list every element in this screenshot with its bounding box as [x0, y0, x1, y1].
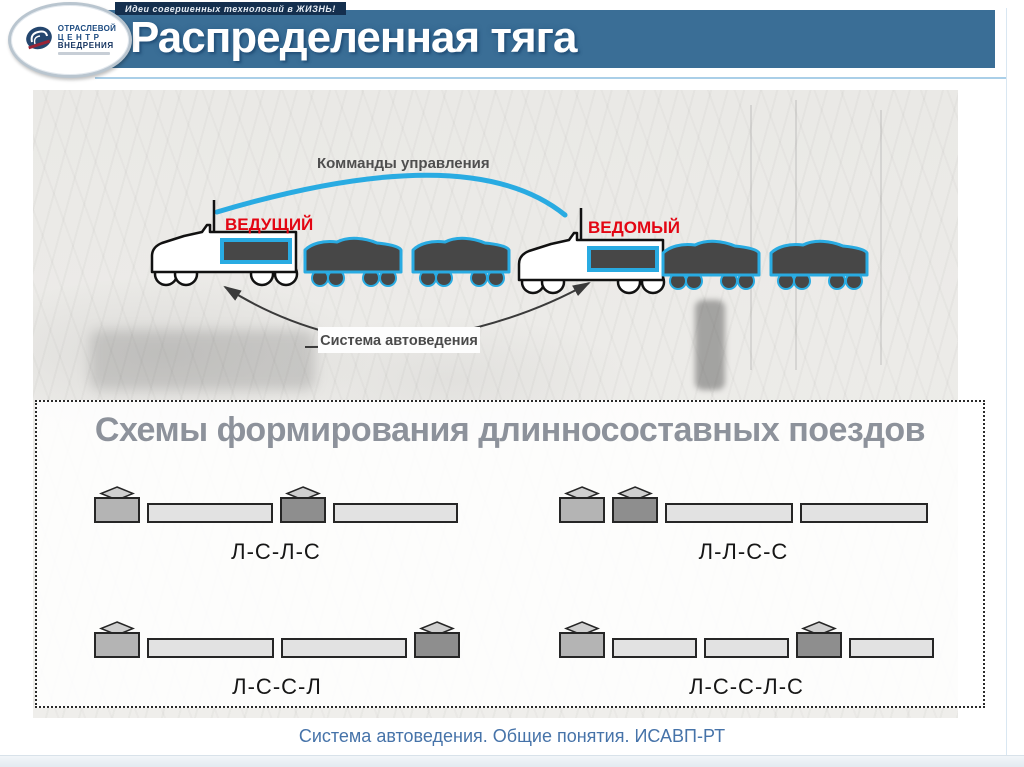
system-label: Система автоведения: [320, 333, 478, 349]
locomotive-box: [612, 497, 658, 523]
wagon: [411, 236, 511, 287]
scheme-l-s-l-s: Л-С-Л-С: [94, 486, 458, 565]
header-underline: [95, 77, 1007, 79]
scheme-row: [559, 486, 928, 523]
scheme-l-s-s-l-s: Л-С-С-Л-С: [559, 621, 934, 700]
locomotive-box: [94, 497, 140, 523]
locomotive-lead: [94, 621, 140, 658]
scheme-row: [559, 621, 934, 658]
slave-label: ВЕДОМЫЙ: [588, 218, 680, 237]
slave-locomotive: [517, 208, 666, 295]
signal-silhouette: [695, 300, 725, 390]
logo-line-2: ЦЕНТР: [57, 32, 103, 42]
right-frame-line: [1006, 8, 1007, 755]
header-slogan: Идеи совершенных технологий в ЖИЗНЬ!: [115, 2, 346, 15]
wagon: [769, 239, 869, 290]
wagon-group: [147, 503, 273, 523]
arrow-to-lead-loco: [223, 285, 331, 334]
locomotive-box: [559, 632, 605, 658]
scheme-row: [94, 486, 458, 523]
scheme-l-s-s-l: Л-С-С-Л: [94, 621, 460, 700]
wagon-group: [332, 503, 458, 523]
bottom-strip: [0, 755, 1024, 767]
wagon: [661, 239, 761, 290]
locomotive-box: [279, 497, 326, 523]
scheme-label: Л-С-С-Л: [232, 674, 322, 699]
wagon: [303, 236, 403, 287]
wagon-group: [612, 638, 697, 658]
header-banner: [95, 10, 995, 68]
logo-line-3: ВНЕДРЕНИЯ: [57, 41, 114, 51]
locomotive-lead: [94, 486, 140, 523]
locomotive-box: [559, 497, 605, 523]
catenary-pole: [750, 105, 752, 370]
locomotive-lead: [559, 486, 605, 523]
wagon-group: [800, 503, 928, 523]
locomotive-slave: [414, 621, 460, 658]
locomotive-box: [414, 632, 460, 658]
logo-emblem-icon: [24, 24, 54, 57]
page-title: Распределенная тяга: [130, 13, 577, 62]
locomotive-slave: [612, 486, 658, 523]
logo-tagline-placeholder: [57, 51, 110, 55]
locomotive-slave: [796, 621, 842, 658]
company-logo: ОТРАСЛЕВОЙ ЦЕНТР ВНЕДРЕНИЯ: [8, 2, 132, 78]
wagon-group: [147, 638, 274, 658]
train-silhouette: [90, 330, 315, 390]
distributed-traction-diagram: Комманды управления ВЕДУЩИЙ ВЕ: [150, 155, 869, 353]
scheme-l-l-s-s: Л-Л-С-С: [559, 486, 928, 565]
wagon-group: [280, 638, 407, 658]
schemes-title: Схемы формирования длинносоставных поезд…: [94, 411, 926, 449]
catenary-pole: [795, 100, 797, 370]
radio-link-arc: [214, 172, 568, 218]
wagon-group: [704, 638, 789, 658]
scheme-label: Л-С-С-Л-С: [689, 674, 804, 699]
scheme-row: [94, 621, 460, 658]
locomotive-slave: [279, 486, 326, 523]
scheme-label: Л-Л-С-С: [698, 539, 789, 564]
lead-label: ВЕДУЩИЙ: [225, 215, 313, 234]
wagon-group: [665, 503, 793, 523]
lead-locomotive: [150, 200, 299, 287]
scheme-label: Л-С-Л-С: [231, 539, 321, 564]
footer-caption: Система автоведения. Общие понятия. ИСАВ…: [298, 726, 726, 746]
catenary-pole: [880, 110, 882, 365]
locomotive-box: [796, 632, 842, 658]
locomotive-lead: [559, 621, 605, 658]
wagon-group: [849, 638, 934, 658]
logo-text: ОТРАСЛЕВОЙ ЦЕНТР ВНЕДРЕНИЯ: [57, 24, 117, 55]
command-label: Комманды управления: [317, 155, 490, 172]
logo-line-1: ОТРАСЛЕВОЙ: [57, 24, 117, 34]
system-label-box: [318, 327, 480, 353]
locomotive-box: [94, 632, 140, 658]
